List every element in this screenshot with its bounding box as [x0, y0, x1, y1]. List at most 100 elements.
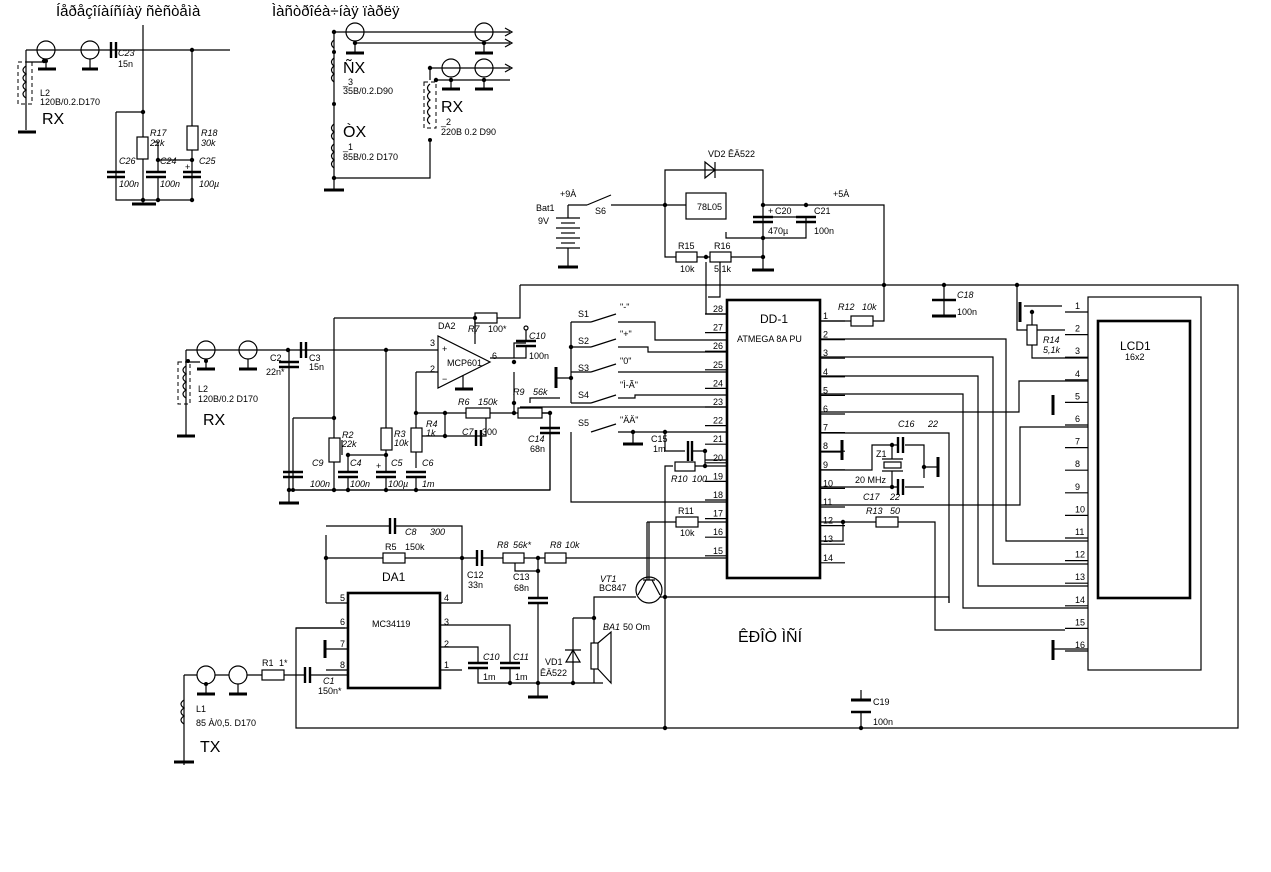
resistor-r11 [675, 516, 699, 528]
regulator-78l05 [685, 192, 727, 220]
mcu-pin-number: 6 [823, 404, 828, 414]
potentiometer-r9 [517, 407, 543, 419]
resistor-r10 [674, 461, 696, 472]
rx-coil-spec: 120B/0.2 D170 [198, 394, 258, 404]
mcu-pin-number: 13 [823, 534, 833, 544]
receiver-coil-block: Íåðåçîíàíñíàÿ ñèñòåìà L2 120B/0.2.D170 R… [17, 3, 230, 206]
switch-s4[interactable]: S4 "Ì-Ã" [578, 380, 638, 404]
r16-ref: R16 [714, 241, 731, 251]
battery-ref: Bat1 [536, 203, 555, 213]
c9-val: 100n [310, 479, 330, 489]
r8a-val: 56k* [513, 540, 532, 550]
crystal-ref: Z1 [876, 449, 887, 459]
mcu-pin-number: 28 [713, 304, 723, 314]
r17-ref: R17 [150, 128, 168, 138]
c11-tx-ref: C11 [513, 652, 529, 662]
switch-s3[interactable]: S3 "0" [578, 356, 631, 373]
lcd-pin-number: 7 [1075, 437, 1080, 447]
c17-ref: C17 [863, 492, 881, 502]
svg-text:−: − [442, 374, 447, 384]
mcu-pin-number: 16 [713, 527, 723, 537]
chip-label: MC34119 [372, 619, 410, 629]
c21-val: 100n [814, 226, 834, 236]
pin-label: 3 [430, 338, 435, 348]
r18-ref: R18 [201, 128, 218, 138]
frame-coil-block: Ìàñòðîéà÷íàÿ ïàðëÿ ÑX _3 35B/0.2.D90 ÒX … [272, 3, 514, 192]
mcu-pin-number: 22 [713, 416, 723, 426]
switch-s2[interactable]: S2 "+" [578, 329, 632, 348]
c11-tx-val: 1m [515, 672, 528, 682]
tx-coil-spec: 85 À/0,5. D170 [196, 718, 256, 728]
mcu-pin-number: 7 [823, 423, 828, 433]
c23-ref: C23 [118, 48, 135, 58]
r1-val: 1* [279, 658, 288, 668]
nx-num: _3 [342, 77, 353, 87]
r5-ref: R5 [385, 542, 397, 552]
mcu-pin-number: 19 [713, 471, 723, 481]
rx-label: RX [441, 99, 464, 116]
nx-spec: 35B/0.2.D90 [343, 86, 393, 96]
r3-ref: R3 [394, 429, 406, 439]
lcd-pin-number: 4 [1075, 369, 1080, 379]
c20-ref: C20 [775, 206, 792, 216]
c8-val: 300 [430, 527, 445, 537]
resistor-r16 [709, 251, 732, 263]
resistor-r5 [382, 552, 406, 564]
mcu-pin-number: 26 [713, 341, 723, 351]
c26-val: 100n [119, 179, 139, 189]
c16-val: 22 [927, 419, 938, 429]
title-receiver-coil: Íåðåçîíàíñíàÿ ñèñòåìà [56, 3, 201, 20]
vt1-val: BC847 [599, 583, 627, 593]
r14-ref: R14 [1043, 335, 1060, 345]
tx-coil-ref: L1 [196, 704, 206, 714]
mcu-body [725, 298, 822, 580]
c2-ref: C2 [270, 353, 282, 363]
pin-label: 7 [340, 639, 345, 649]
switch-s5[interactable]: S5 "ÄÄ" [578, 415, 638, 433]
c10-tx-ref: C10 [483, 652, 500, 662]
crystal-block: Z1 20 MHz C16 22 C17 22 [820, 419, 940, 502]
r8b-ref: R8 [550, 540, 562, 550]
crystal-freq: 20 MHz [855, 475, 887, 485]
speaker-ba1-icon [590, 630, 612, 685]
crystal-z1-icon [883, 461, 902, 469]
c4-ref: C4 [350, 458, 362, 468]
potentiometer-r17 [136, 136, 149, 160]
c3-ref: C3 [309, 353, 321, 363]
switch-s6[interactable] [586, 194, 612, 206]
mcu-pin-number: 24 [713, 378, 723, 388]
inductor-l2-icon [22, 65, 28, 99]
vd1-ref: VD1 [545, 657, 563, 667]
c14-val: 68n [530, 444, 545, 454]
lcd-pin-number: 8 [1075, 459, 1080, 469]
switch-s6-label: S6 [595, 206, 606, 216]
mcu-pin-number: 27 [713, 323, 723, 333]
c7-val: 300 [482, 427, 497, 437]
c5-ref: C5 [391, 458, 403, 468]
lcd-size: 16x2 [1125, 352, 1145, 362]
r8b-val: 10k [565, 540, 580, 550]
tx-coil-mode: TX [200, 739, 221, 756]
potentiometer-r2 [328, 437, 341, 463]
c25-val: 100µ [199, 179, 219, 189]
switch-s1[interactable]: S1 "-" [578, 302, 629, 323]
switch-ref: S2 [578, 336, 589, 346]
tx-num: _1 [342, 142, 353, 152]
switch-ref: S4 [578, 390, 589, 400]
switch-ref: S3 [578, 363, 589, 373]
lcd-pin-number: 12 [1075, 550, 1085, 560]
r10-ref: R10 [671, 474, 688, 484]
mcu-pin-number: 15 [713, 546, 723, 556]
mcu-pin-number: 1 [823, 311, 828, 321]
opamp-mcp601 [437, 335, 492, 389]
lcd-pin-number: 14 [1075, 595, 1085, 605]
r7-val: 100* [488, 324, 507, 334]
svg-text:+: + [185, 162, 190, 172]
c10-rx-val: 100n [529, 351, 549, 361]
resistor-r1 [261, 669, 285, 681]
battery-voltage: 9V [538, 216, 549, 226]
switch-label: "Ì-Ã" [620, 380, 638, 390]
vd1-val: ÊÄ522 [540, 668, 567, 678]
resistor-r14 [1026, 324, 1038, 346]
